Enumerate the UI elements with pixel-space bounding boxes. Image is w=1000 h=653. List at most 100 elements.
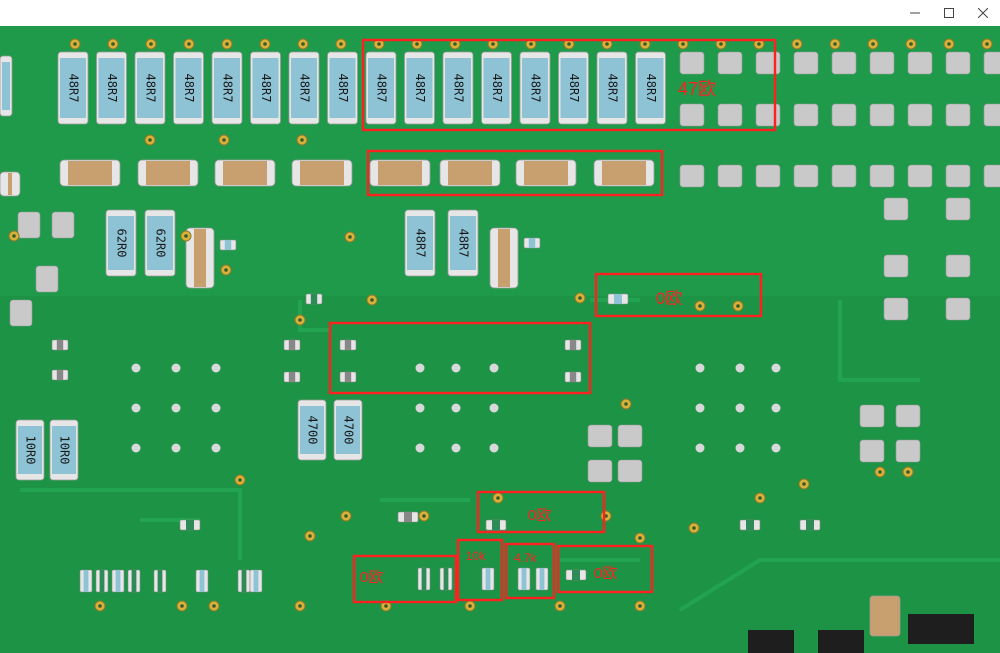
small-component — [517, 567, 531, 591]
via-hole — [298, 318, 302, 322]
via-hole — [73, 42, 77, 46]
small-component — [535, 567, 549, 591]
capacitor-body — [223, 161, 267, 185]
resistor: 48R7 — [635, 51, 666, 125]
capacitor-body — [68, 161, 112, 185]
capacitor — [137, 159, 199, 187]
solder-pad — [587, 424, 613, 448]
annotation-label-bottom-47k: 4.7k — [514, 551, 537, 565]
resistor-body — [147, 216, 173, 270]
via-hole — [468, 604, 472, 608]
small-component — [153, 569, 167, 593]
solder-pad — [9, 299, 33, 327]
solder-pad — [617, 459, 643, 483]
small-body — [288, 340, 296, 350]
via-hole — [453, 42, 457, 46]
via-hole — [298, 604, 302, 608]
resistor-body — [108, 216, 134, 270]
resistor-body — [637, 58, 664, 118]
resistor: 48R7 — [442, 51, 474, 125]
resistor: 48R7 — [404, 51, 435, 125]
resistor-marking: 48R7 — [414, 229, 428, 258]
resistor-body — [252, 58, 279, 118]
solder-pad — [859, 439, 885, 463]
resistor: 48R7 — [558, 51, 589, 125]
resistor: 10R0 — [15, 419, 45, 481]
resistor-marking: 48R7 — [375, 74, 389, 103]
via-hole — [370, 298, 374, 302]
maximize-icon — [944, 8, 954, 18]
small-component — [564, 339, 582, 351]
via-hole — [638, 604, 642, 608]
small-component — [339, 371, 357, 383]
resistor-marking: 48R7 — [144, 74, 158, 103]
resistor-body — [329, 58, 356, 118]
resistor: 48R7 — [96, 51, 127, 125]
solder-pad — [945, 164, 971, 188]
via-hole — [833, 42, 837, 46]
capacitor-body — [448, 161, 492, 185]
capacitor-body — [300, 161, 344, 185]
resistor-body — [483, 58, 510, 118]
via-hole — [496, 496, 500, 500]
solder-pad — [945, 103, 971, 127]
board-shade — [0, 296, 1000, 653]
solder-pad — [717, 103, 743, 127]
resistor-marking: 48R7 — [457, 229, 471, 258]
window-controls — [898, 0, 1000, 26]
title-bar — [0, 0, 1000, 26]
drill-hole — [771, 403, 781, 413]
via-hole — [795, 42, 799, 46]
small-body — [539, 568, 545, 590]
solder-pad — [793, 164, 819, 188]
resistor-body — [175, 58, 202, 118]
small-body — [521, 568, 527, 590]
small-body — [56, 340, 64, 350]
capacitor — [515, 159, 577, 187]
resistor: 48R7 — [288, 51, 320, 125]
small-component — [51, 339, 69, 351]
via-hole — [222, 138, 226, 142]
maximize-button[interactable] — [932, 0, 966, 26]
small-body — [421, 568, 427, 590]
small-body — [569, 372, 577, 382]
via-hole — [698, 304, 702, 308]
solder-pad — [35, 265, 59, 293]
small-component — [179, 519, 201, 531]
via-hole — [558, 604, 562, 608]
close-button[interactable] — [966, 0, 1000, 26]
solder-pad — [945, 51, 971, 75]
resistor-marking: 48R7 — [490, 74, 504, 103]
annotation-box-bottom-10k — [456, 538, 504, 602]
annotation-box-right-mid — [594, 272, 763, 318]
via-hole — [757, 42, 761, 46]
small-component — [417, 567, 431, 591]
resistor: 62R0 — [105, 209, 137, 277]
solder-pad — [679, 51, 705, 75]
annotation-box-bottom-left — [352, 554, 458, 604]
resistor-body — [560, 58, 587, 118]
drill-hole — [735, 403, 745, 413]
capacitor — [59, 159, 121, 187]
via-hole — [184, 234, 188, 238]
drill-hole — [171, 363, 181, 373]
via-hole — [300, 138, 304, 142]
resistor-body — [445, 58, 471, 118]
solder-pad — [883, 254, 909, 278]
resistor: 48R7 — [57, 51, 89, 125]
drill-hole — [131, 403, 141, 413]
solder-pad — [895, 404, 921, 428]
resistor: 48R7 — [365, 51, 397, 125]
resistor-marking: 48R7 — [529, 74, 543, 103]
solder-pad — [895, 439, 921, 463]
via-hole — [529, 42, 533, 46]
resistor: 48R7 — [327, 51, 358, 125]
minimize-button[interactable] — [898, 0, 932, 26]
via-hole — [224, 268, 228, 272]
solder-pad — [755, 164, 781, 188]
via-hole — [567, 42, 571, 46]
resistor: 10R0 — [49, 419, 79, 481]
via-hole — [98, 604, 102, 608]
via-hole — [422, 514, 426, 518]
drill-hole — [415, 443, 425, 453]
